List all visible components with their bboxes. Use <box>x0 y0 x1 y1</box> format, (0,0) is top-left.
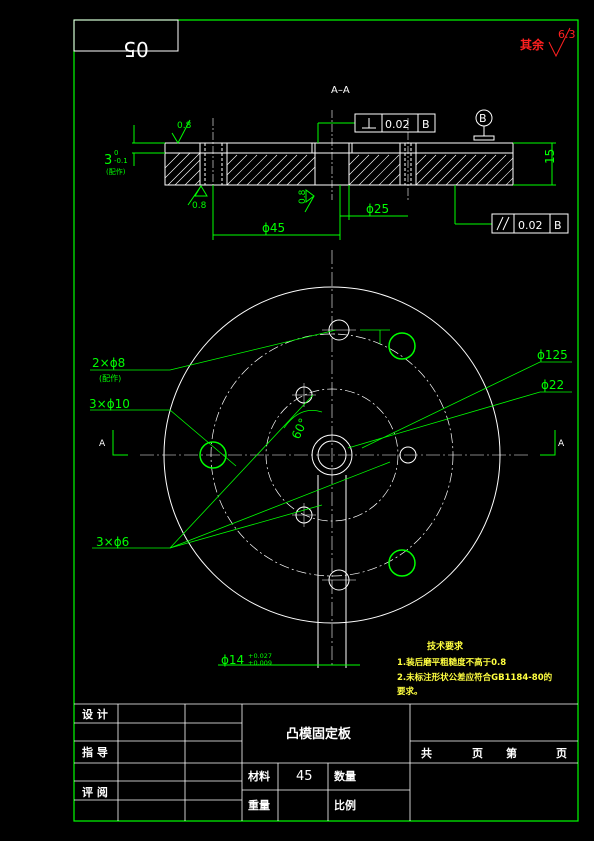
step-dimension: 3 0 -0.1 (配作) <box>104 125 165 176</box>
roughness-other-label: 其余 <box>520 37 545 52</box>
tech-note-2b: 要求。 <box>397 686 423 697</box>
svg-text:A: A <box>99 439 106 449</box>
phi6-hole-2 <box>399 446 417 464</box>
roughness-symbol-2 <box>187 185 208 206</box>
svg-text:B: B <box>479 112 487 125</box>
sheet-frame <box>73 19 579 822</box>
parallelism-frame: 0.02 B <box>454 185 569 234</box>
roughness-other-value: 6.3 <box>558 28 576 41</box>
tb-sheets-total: 共 <box>421 746 432 760</box>
roughness-symbol-1 <box>171 119 191 145</box>
label-2phi8: 2×ϕ8 <box>92 356 125 370</box>
section-mark-right: A <box>540 430 565 456</box>
tb-material-label: 材料 <box>248 769 270 783</box>
svg-text:0.02: 0.02 <box>385 118 410 131</box>
section-view-label: A–A <box>331 85 350 96</box>
tb-quantity-label: 数量 <box>334 769 356 783</box>
svg-text:+0.027: +0.027 <box>248 652 272 660</box>
label-3phi10: 3×ϕ10 <box>89 397 130 411</box>
sheet-number: 05 <box>123 37 148 61</box>
svg-text:A: A <box>558 439 565 449</box>
svg-text:B: B <box>422 118 430 131</box>
section-hatch-left <box>164 152 514 186</box>
roughness-value-1: 0.8 <box>177 121 192 131</box>
phi10-hole-2 <box>199 441 227 469</box>
phi45-dimension: ϕ45 <box>212 185 341 240</box>
thickness-dimension: 15 <box>513 142 557 186</box>
tb-sheet-no: 第 <box>506 746 517 760</box>
svg-text:0: 0 <box>114 149 118 157</box>
section-mark-left: A <box>99 430 128 456</box>
tech-note-2: 2.未标注形状公差应符合GB1184-80的 <box>397 672 553 683</box>
svg-text:ϕ14: ϕ14 <box>221 653 244 667</box>
tb-scale-label: 比例 <box>334 798 356 812</box>
label-phi125: ϕ125 <box>537 348 568 362</box>
phi25-dimension: ϕ25 <box>340 185 408 220</box>
perpendicularity-frame: 0.02 B <box>317 113 436 143</box>
center-bore-inner <box>317 440 347 470</box>
title-block <box>74 703 578 821</box>
svg-text:(配作): (配作) <box>106 167 126 176</box>
sheet-number-box <box>73 19 179 52</box>
tb-design: 设 计 <box>82 707 108 721</box>
svg-text:3: 3 <box>104 153 112 168</box>
tb-weight-label: 重量 <box>248 798 270 812</box>
tech-note-1: 1.装后磨平粗糙度不高于0.8 <box>397 657 506 668</box>
tech-title: 技术要求 <box>427 640 464 652</box>
phi10-hole-1 <box>388 332 416 360</box>
phi14-dimension: ϕ14 +0.027 +0.009 <box>218 652 360 667</box>
tb-check: 指 导 <box>82 745 108 759</box>
label-2phi8-note: (配作) <box>99 373 121 383</box>
datum-b: B <box>473 109 495 141</box>
plan-view <box>140 250 528 668</box>
svg-text:0.02: 0.02 <box>518 219 543 232</box>
svg-text:+0.009: +0.009 <box>248 659 272 667</box>
phi10-hole-3 <box>388 549 416 577</box>
label-3phi6: 3×ϕ6 <box>96 535 129 549</box>
center-bore-outer <box>311 434 353 476</box>
svg-text:B: B <box>554 219 562 232</box>
tb-part-name: 凸模固定板 <box>286 726 352 742</box>
svg-text:-0.1: -0.1 <box>114 157 128 165</box>
tb-sheets-unit: 页 <box>472 747 483 760</box>
svg-text:15: 15 <box>543 149 557 164</box>
label-phi22: ϕ22 <box>541 378 564 392</box>
roughness-other-symbol <box>548 27 571 58</box>
roughness-value-2: 0.8 <box>192 201 207 211</box>
svg-text:ϕ45: ϕ45 <box>262 221 285 235</box>
roughness-symbol-3 <box>304 189 315 213</box>
tb-material-value: 45 <box>296 769 313 784</box>
svg-text:ϕ25: ϕ25 <box>366 202 389 216</box>
roughness-value-3: 0.8 <box>298 189 308 204</box>
label-60deg: 60° <box>289 416 311 441</box>
tb-review: 评 阅 <box>82 785 108 799</box>
leaders <box>90 329 572 549</box>
tb-sheet-no-unit: 页 <box>556 747 567 760</box>
